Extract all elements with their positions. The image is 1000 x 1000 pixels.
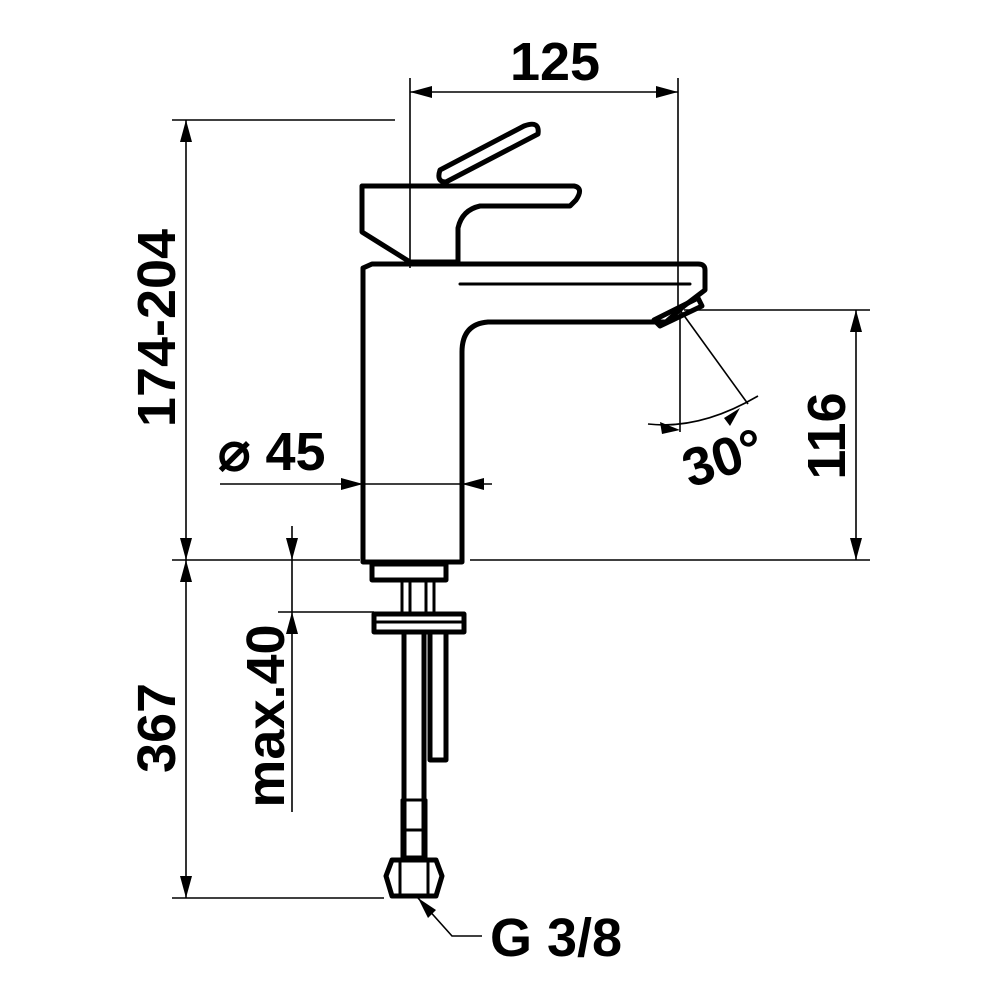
dimension-lines <box>172 78 870 937</box>
angle-30-arc <box>647 395 759 426</box>
dim-116-arrow-top <box>850 310 862 332</box>
dim-367-arrow-top <box>180 560 192 582</box>
label-max-deck-thickness: max.40 <box>236 624 296 807</box>
connection-nut <box>383 857 445 899</box>
label-below-deck-length: 367 <box>127 683 187 773</box>
label-connection-thread: G 3/8 <box>490 908 622 968</box>
faucet-main-body <box>360 261 708 565</box>
dim-45-arrow-left <box>341 478 363 490</box>
dim-125-arrow-left <box>410 86 432 98</box>
base-ring <box>369 561 449 583</box>
angle-30-arrow-right <box>724 408 740 426</box>
aerator <box>651 295 705 329</box>
supply-hose <box>401 629 427 861</box>
label-total-height: 174-204 <box>127 229 187 427</box>
label-spout-reach: 125 <box>510 32 600 92</box>
dim-max40-arrow-top <box>286 538 298 560</box>
dim-max40-arrow-bottom <box>286 612 298 634</box>
faucet-body <box>359 121 708 899</box>
angle-30-arrow-left <box>660 422 680 434</box>
lever-top-arm <box>436 121 541 185</box>
mounting-rod-right <box>424 578 436 616</box>
mounting-rod-left <box>400 578 412 616</box>
dim-174-arrow-top <box>180 120 192 142</box>
dimension-labels: 125 174-204 ⌀ 45 116 30° 367 max.40 G 3/… <box>127 32 857 968</box>
dim-116-arrow-bottom <box>850 538 862 560</box>
angle-30-slant <box>679 309 749 405</box>
dim-174-arrow-bottom <box>180 538 192 560</box>
label-base-diameter: ⌀ 45 <box>218 422 326 482</box>
g38-leader-arrow <box>418 898 436 918</box>
dim-45-arrow-right <box>462 478 484 490</box>
fixing-stud <box>427 629 449 763</box>
dim-367-arrow-bottom <box>180 876 192 898</box>
dim-125-arrow-right <box>656 86 678 98</box>
label-spout-height: 116 <box>797 392 857 479</box>
label-spray-angle: 30° <box>675 417 771 499</box>
lever-handle <box>359 183 582 265</box>
